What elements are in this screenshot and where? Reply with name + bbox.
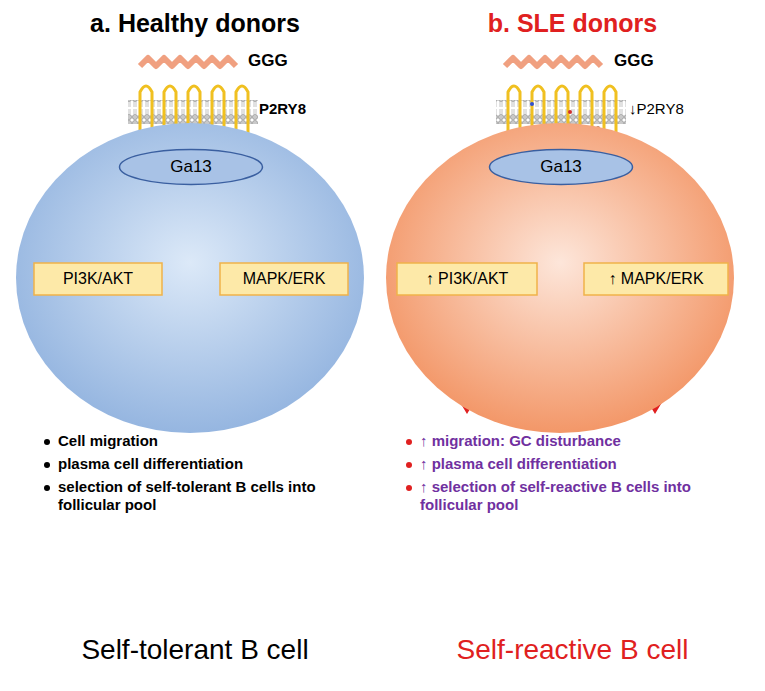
bullet-dot	[44, 485, 50, 491]
node-label: Ga13	[488, 148, 634, 177]
bullet-dot	[44, 439, 50, 445]
bullet-dot	[406, 462, 412, 468]
node-label: ↑ MAPK/ERK	[583, 262, 729, 288]
protein-ellipse: Ga13	[118, 148, 264, 186]
cell-caption: Self-tolerant B cell	[0, 632, 390, 667]
node-label: PI3K/AKT	[33, 262, 163, 288]
ligand-label: GGG	[614, 50, 654, 71]
receptor-label: ↓P2RY8	[629, 100, 684, 117]
bullet-dot	[406, 485, 412, 491]
outcome-item: selection of self-tolerant B cells into …	[58, 478, 358, 516]
ligand-label: GGG	[248, 50, 288, 71]
panel-title: b. SLE donors	[380, 8, 765, 39]
node-label: Ga13	[118, 148, 264, 177]
panel-title: a. Healthy donors	[0, 8, 390, 39]
cell-caption: Self-reactive B cell	[380, 632, 765, 667]
node-label: MAPK/ERK	[219, 262, 349, 288]
node-label: ↑ PI3K/AKT	[396, 262, 538, 288]
outcome-item: Cell migration	[58, 432, 358, 451]
pathway-box: ↑ MAPK/ERK	[583, 262, 729, 296]
receptor-label: P2RY8	[259, 100, 306, 117]
cell-circle: ↓P2RY8Ga13↑ PI3K/AKT↑ MAPK/ERK	[385, 122, 735, 434]
cell-circle: P2RY8Ga13PI3K/AKTMAPK/ERK	[15, 122, 365, 434]
pathway-box: MAPK/ERK	[219, 262, 349, 296]
outcome-item: ↑ migration: GC disturbance	[420, 432, 740, 451]
bullet-dot	[406, 439, 412, 445]
pathway-box: ↑ PI3K/AKT	[396, 262, 538, 296]
ligand-zigzag	[140, 58, 601, 66]
outcome-item: ↑ selection of self-reactive B cells int…	[420, 478, 740, 516]
outcome-item: plasma cell differentiation	[58, 455, 358, 474]
outcome-item: ↑ plasma cell differentiation	[420, 455, 740, 474]
bullet-dot	[44, 462, 50, 468]
protein-ellipse: Ga13	[488, 148, 634, 186]
pathway-box: PI3K/AKT	[33, 262, 163, 296]
